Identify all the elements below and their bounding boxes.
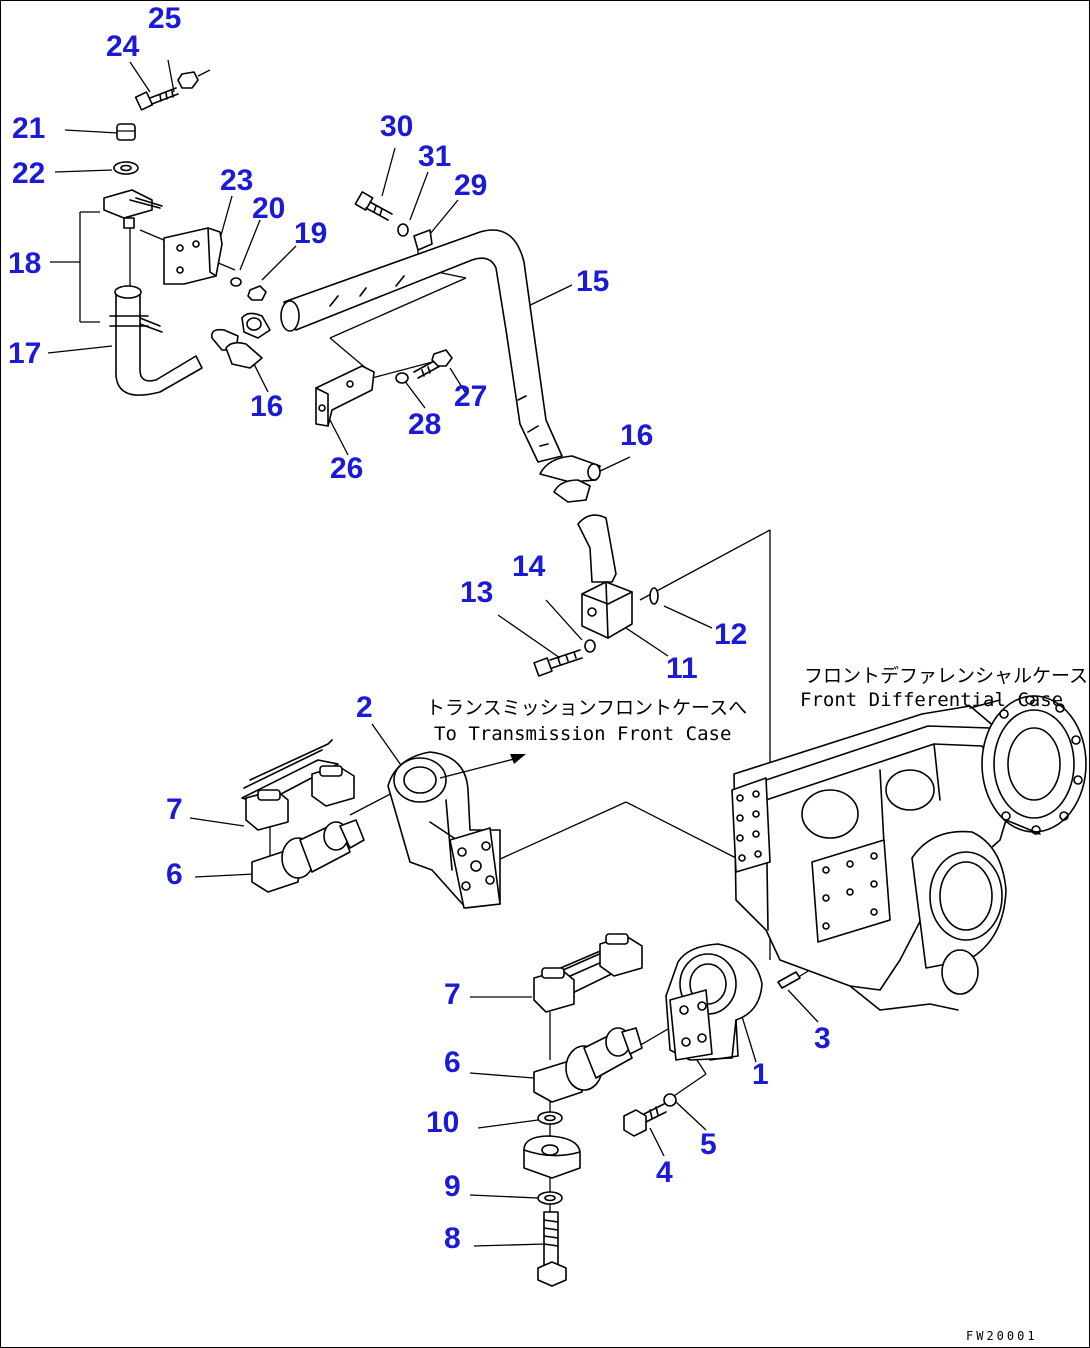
callout-7-upper: 7 [166, 793, 183, 826]
part-26-bracket [315, 365, 375, 427]
part-5-washer [663, 1093, 677, 1107]
callout-30: 30 [380, 110, 413, 143]
callout-6-upper: 6 [166, 858, 183, 891]
part-2-mount-bracket [387, 751, 501, 909]
part-24-bolt [134, 87, 179, 111]
callout-31: 31 [418, 140, 451, 173]
part-31-washer [397, 223, 409, 237]
part-27-bolt [413, 349, 453, 379]
part-10-washer [537, 1111, 563, 1125]
callout-16-upper: 16 [250, 390, 283, 423]
part-29-clip [413, 229, 433, 251]
part-14-washer [584, 639, 596, 653]
callout-11: 11 [666, 652, 698, 685]
callout-10: 10 [426, 1106, 459, 1139]
drawing-code: FW20001 [966, 1329, 1038, 1343]
part-20-washer [230, 277, 242, 287]
part-13-bolt [533, 649, 583, 677]
callout-20: 20 [252, 192, 285, 225]
callout-9: 9 [444, 1170, 461, 1203]
part-19-nut [247, 285, 267, 301]
part-23-bracket [163, 227, 223, 285]
callout-25: 25 [148, 2, 181, 35]
part-28-washer [395, 372, 409, 384]
part-3-dowel-pin [777, 971, 801, 989]
callout-2: 2 [356, 691, 373, 724]
part-6-bushing-lower [533, 1027, 643, 1103]
axle-mount-group [241, 739, 801, 1287]
callout-numbers: 25 24 21 22 18 17 23 20 19 16 30 31 29 1… [8, 2, 831, 1255]
part-7-cap-upper [241, 739, 355, 831]
callout-17: 17 [8, 337, 41, 370]
front-differential-case [731, 695, 1087, 1011]
part-4-bolt [623, 1103, 667, 1137]
callout-26: 26 [330, 452, 363, 485]
breather-hose-group [103, 69, 659, 677]
note-transmission-en: To Transmission Front Case [434, 723, 731, 745]
callout-3: 3 [814, 1022, 831, 1055]
callout-7-lower: 7 [444, 978, 461, 1011]
callout-27: 27 [454, 380, 487, 413]
callout-18: 18 [8, 247, 41, 280]
part-22-washer [113, 161, 139, 175]
part-7-cap-lower [533, 933, 643, 1013]
callout-14: 14 [512, 550, 546, 583]
callout-23: 23 [220, 164, 253, 197]
part-17-elbow-hose [109, 285, 203, 396]
part-15-breather-hose [280, 229, 563, 463]
part-11-breather-elbow [577, 514, 633, 639]
part-16-hose-clamps-upper [210, 312, 271, 369]
callout-5: 5 [700, 1128, 717, 1161]
callout-24: 24 [106, 30, 140, 63]
part-30-bolt [354, 191, 393, 221]
part-9-washer [537, 1191, 563, 1205]
callout-16-lower: 16 [620, 419, 653, 452]
callout-4: 4 [656, 1156, 673, 1189]
annotations: トランスミッションフロントケースへ To Transmission Front … [426, 665, 1088, 1343]
part-stopper-cushion [523, 1135, 581, 1179]
part-21-hose-fitting [116, 123, 136, 141]
callout-19: 19 [294, 217, 327, 250]
callout-13: 13 [460, 576, 493, 609]
callout-29: 29 [454, 169, 487, 202]
leader-lines [47, 59, 819, 1247]
part-6-bushing-upper [251, 819, 365, 893]
part-1-mount-bracket [665, 943, 763, 1061]
part-16-hose-clamps-lower [539, 455, 601, 503]
callout-28: 28 [408, 408, 441, 441]
part-12-o-ring [649, 587, 659, 605]
callout-1: 1 [752, 1058, 769, 1091]
callout-21: 21 [12, 112, 45, 145]
note-differential-en: Front Differential Case [800, 689, 1063, 711]
callout-15: 15 [576, 265, 609, 298]
callout-12: 12 [714, 618, 747, 651]
callout-6-lower: 6 [444, 1046, 461, 1079]
callout-8: 8 [444, 1222, 461, 1255]
note-transmission-jp: トランスミッションフロントケースへ [426, 697, 747, 719]
part-8-bolt [537, 1211, 567, 1287]
arrow-to-transmission [439, 754, 526, 779]
part-25-nut [177, 69, 211, 89]
note-differential-jp: フロントデファレンシャルケース [804, 665, 1088, 687]
part-18-upper-clamp [103, 189, 163, 229]
callout-22: 22 [12, 157, 45, 190]
